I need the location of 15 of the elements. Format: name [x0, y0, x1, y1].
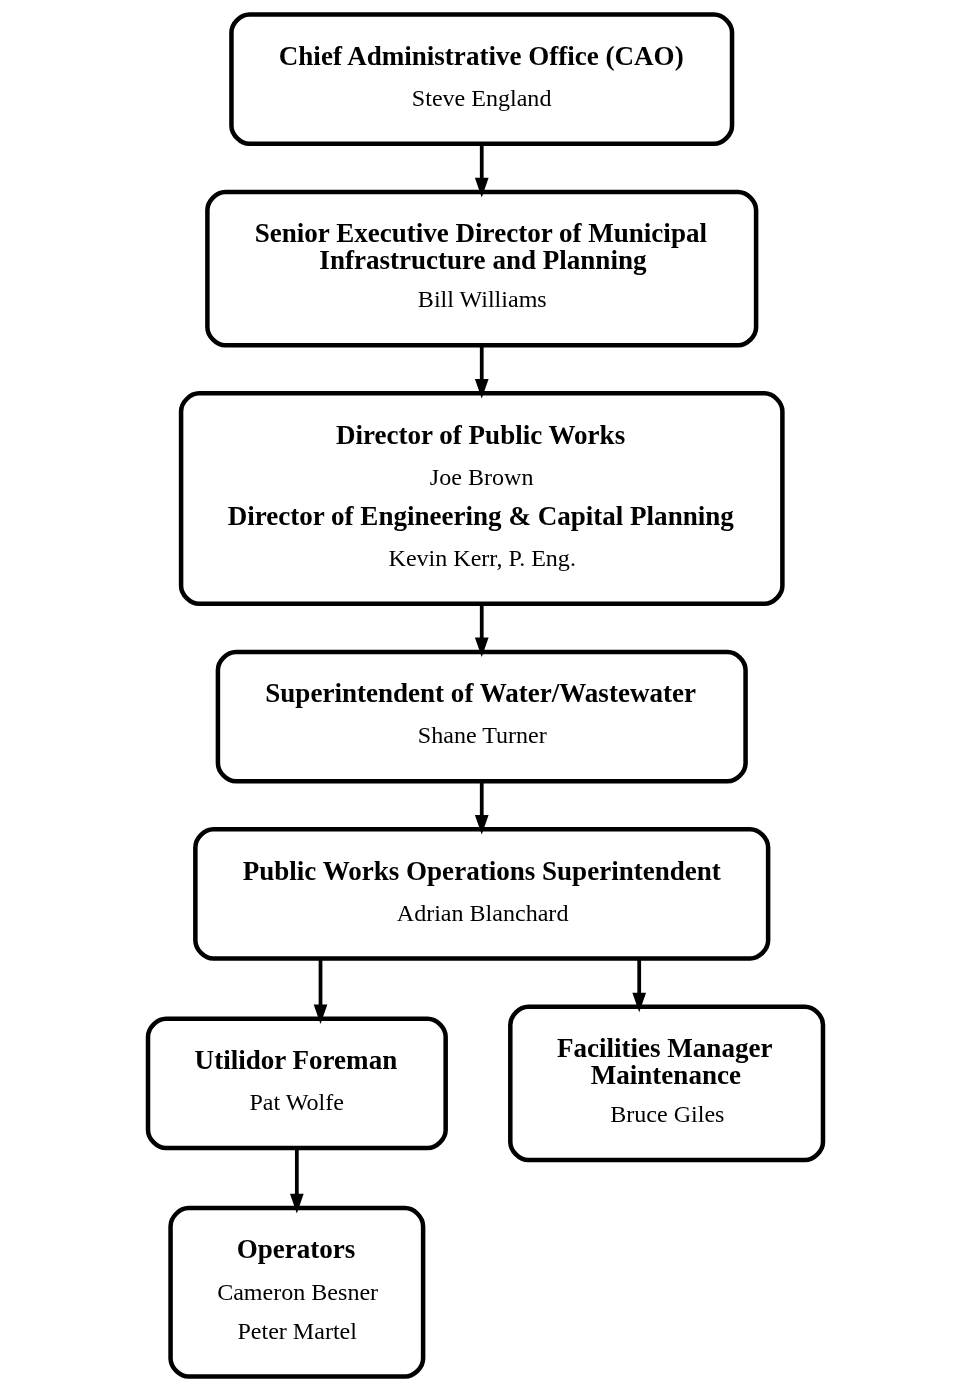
node-box: Chief Administrative Office (CAO) Steve England: [228, 12, 734, 147]
arrow: [474, 143, 489, 198]
arrow: [474, 604, 489, 658]
node-box: Utilidor Foreman Pat Wolfe: [145, 1016, 448, 1151]
arrow: [474, 345, 489, 399]
arrow: [474, 781, 489, 835]
node-box: Operators Cameron Besner Peter Martel: [167, 1205, 425, 1379]
arrow: [289, 1148, 304, 1214]
node-box: Director of Public Works Joe Brown Director of Engineering & Capital Planning Kevin Kerr, P. Eng.: [178, 391, 785, 607]
arrow: [313, 958, 327, 1025]
node-box: Facilities Manager Maintenance Bruce Giles: [507, 1004, 825, 1163]
arrow: [631, 958, 646, 1013]
node-box: Senior Executive Director of Municipal Infrastructure and Planning Bill Williams: [204, 189, 758, 348]
node-box: Superintendent of Water/Wastewater Shane Turner: [215, 649, 748, 784]
node-box: Public Works Operations Superintendent Adrian Blanchard: [192, 827, 770, 961]
